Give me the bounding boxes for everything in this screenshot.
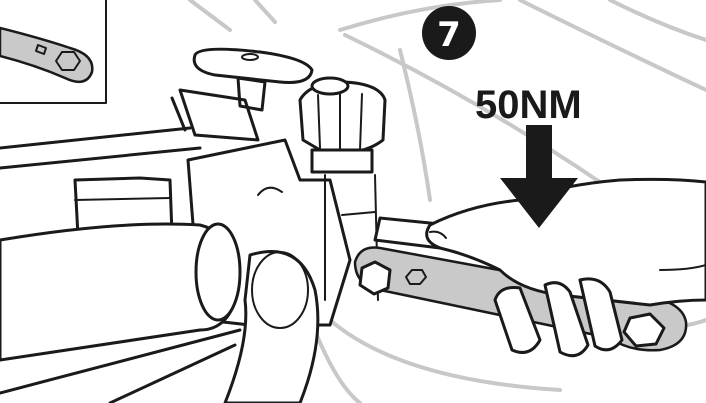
inset-detail-box (0, 0, 107, 104)
hex-hole-icon (55, 51, 81, 71)
small-hex-hole-icon (35, 44, 47, 55)
hand-illustration (425, 177, 706, 358)
step-number: 7 (437, 15, 461, 55)
hex-hole-icon (622, 312, 666, 348)
torque-label: 50NM (475, 83, 582, 127)
downward-arrow-icon (500, 125, 578, 228)
round-tubes (0, 222, 320, 403)
adjustment-knob (298, 76, 387, 301)
quick-release-clamp (170, 47, 314, 142)
step-badge: 7 (422, 6, 476, 60)
small-hex-hole-icon (405, 269, 427, 285)
